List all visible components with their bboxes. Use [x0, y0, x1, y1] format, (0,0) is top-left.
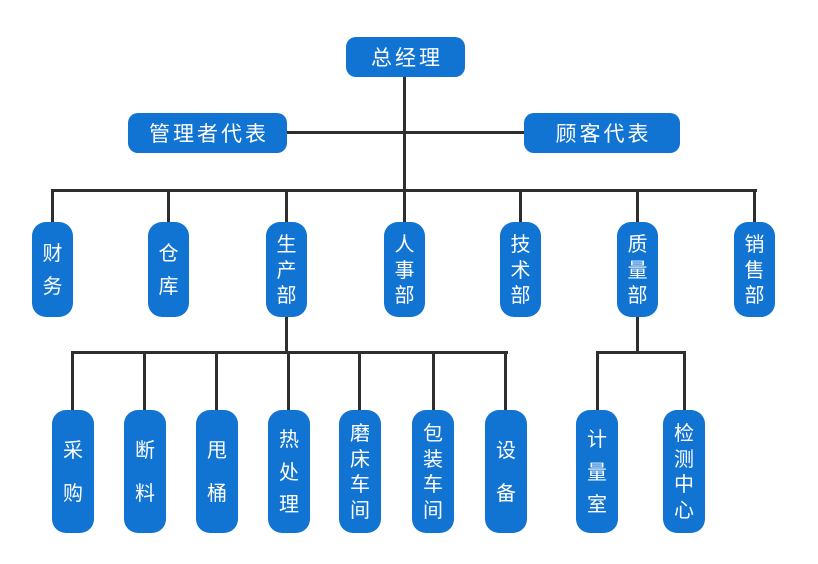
connector-drop-hr — [403, 189, 406, 223]
org-node-general-manager: 总经理 — [346, 37, 465, 77]
connector-drop-technology — [519, 189, 522, 223]
org-node-grinding-workshop: 磨床车间 — [339, 410, 381, 533]
connector-drop-metrology — [596, 352, 599, 410]
org-node-equipment: 设备 — [485, 410, 527, 533]
org-node-sales-dept: 销售部 — [734, 222, 775, 317]
connector-drop-testing-center — [683, 352, 686, 410]
org-node-production-dept: 生产部 — [266, 222, 307, 317]
org-node-hr-dept: 人事部 — [384, 222, 425, 317]
connector-drop-finance — [51, 189, 54, 223]
connector-drop-quality — [636, 189, 639, 223]
connector-level2-horizontal — [287, 131, 524, 134]
connector-production-stem — [285, 316, 288, 354]
org-node-purchasing: 采购 — [52, 410, 94, 533]
connector-drop-sales — [753, 189, 756, 223]
org-node-testing-center: 检测中心 — [663, 410, 705, 533]
org-node-metrology-room: 计量室 — [576, 410, 618, 533]
connector-drop-grinding — [358, 352, 361, 410]
connector-drop-purchasing — [71, 352, 74, 410]
org-node-customer-representative: 顾客代表 — [524, 113, 680, 153]
org-node-quality-dept: 质量部 — [617, 222, 658, 317]
connector-drop-warehouse — [167, 189, 170, 223]
org-node-technology-dept: 技术部 — [500, 222, 541, 317]
connector-quality-bus — [596, 351, 686, 354]
connector-trunk — [403, 77, 406, 191]
connector-drop-production — [285, 189, 288, 223]
connector-quality-stem — [636, 316, 639, 354]
org-node-heat-treatment: 热处理 — [268, 410, 310, 533]
org-node-management-representative: 管理者代表 — [128, 113, 287, 153]
org-node-material-cutting: 断料 — [124, 410, 166, 533]
connector-drop-heat-treatment — [287, 352, 290, 410]
connector-drop-packaging — [432, 352, 435, 410]
connector-drop-tumbling — [215, 352, 218, 410]
connector-drop-equipment — [504, 352, 507, 410]
org-node-warehouse: 仓库 — [148, 222, 189, 317]
org-node-packaging-workshop: 包装车间 — [412, 410, 454, 533]
org-node-finance: 财务 — [32, 222, 73, 317]
connector-drop-cutting — [143, 352, 146, 410]
org-node-tumbling: 甩桶 — [196, 410, 238, 533]
